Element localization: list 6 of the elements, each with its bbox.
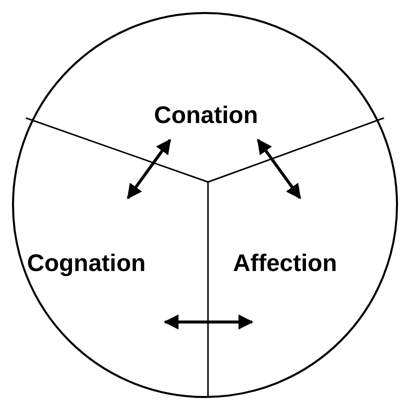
sector-label: Cognation: [27, 250, 146, 278]
double-arrow: [126, 138, 172, 200]
double-arrow: [164, 314, 254, 330]
sector-label: Affection: [233, 250, 337, 278]
double-arrow: [256, 138, 302, 200]
sector-label: Conation: [154, 102, 258, 130]
